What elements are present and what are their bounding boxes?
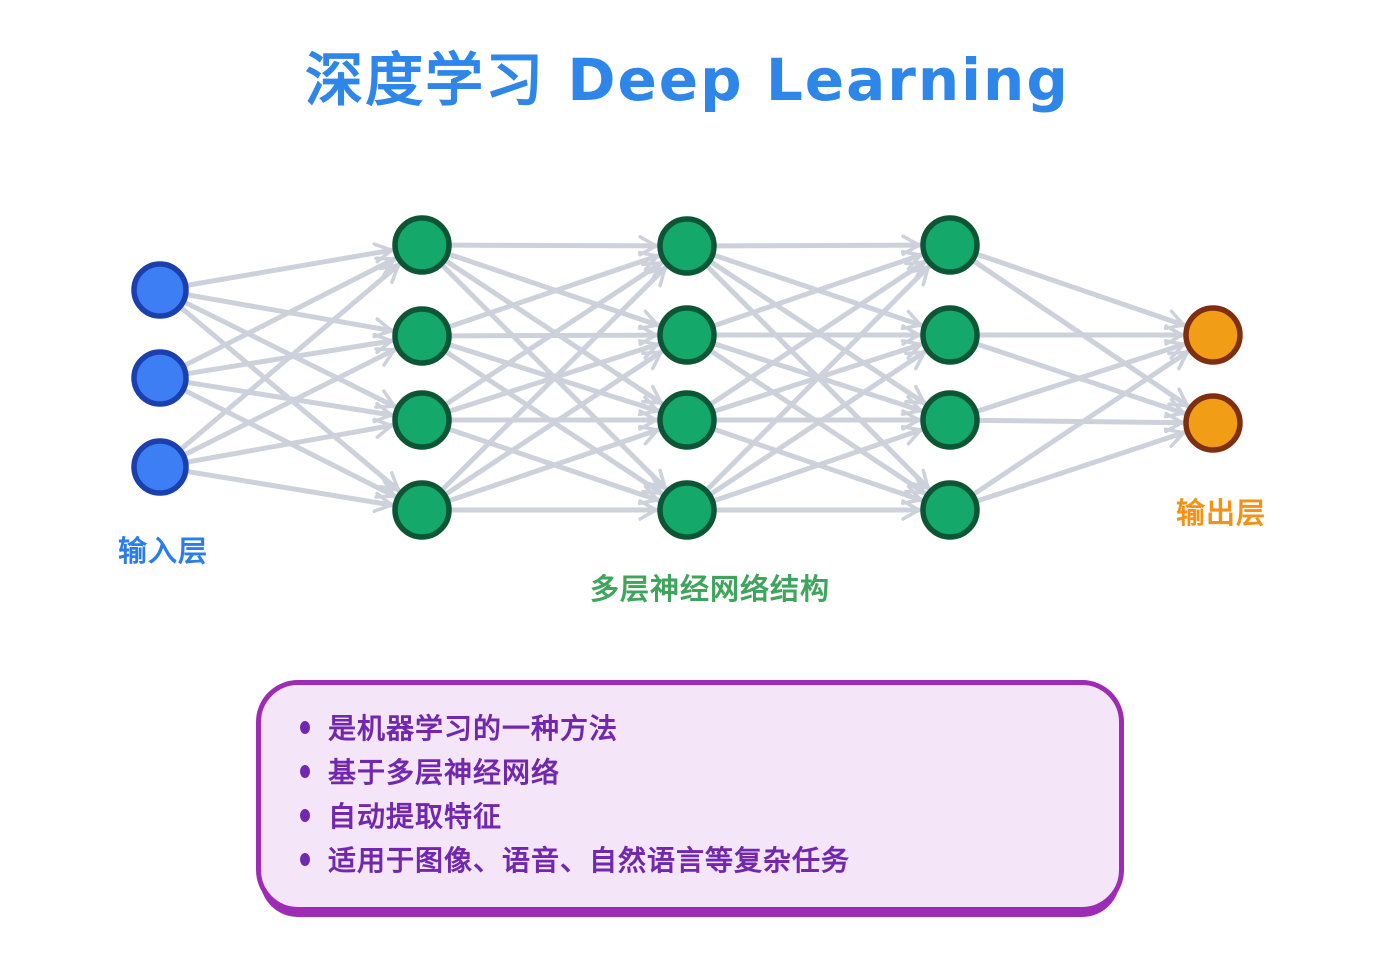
output-layer xyxy=(1183,305,1243,453)
info-list: 是机器学习的一种方法 基于多层神经网络 自动提取特征 适用于图像、语音、自然语言… xyxy=(300,705,850,881)
list-item-text: 适用于图像、语音、自然语言等复杂任务 xyxy=(328,844,851,877)
hidden-layer-3-node xyxy=(920,215,980,275)
hidden-layer-3-node xyxy=(920,305,980,365)
edge xyxy=(974,251,1188,331)
list-item: 自动提取特征 xyxy=(300,793,850,837)
edge xyxy=(185,379,395,424)
hidden-layer-2-node xyxy=(657,390,717,450)
edge xyxy=(971,349,1191,497)
hidden-layer-1 xyxy=(392,215,452,540)
edge xyxy=(711,424,925,504)
edge xyxy=(975,427,1187,504)
edge xyxy=(708,259,928,407)
input-layer-label: 输入层 xyxy=(118,534,209,568)
bullet-dot-icon xyxy=(300,852,310,866)
hidden-layer-1-node xyxy=(392,390,452,450)
edge xyxy=(448,235,660,257)
edges xyxy=(178,234,1191,521)
input-layer-node xyxy=(131,349,189,407)
hidden-layer-2 xyxy=(657,216,717,540)
hidden-layer-2-node xyxy=(657,216,717,276)
output-layer-node xyxy=(1183,393,1243,453)
info-box xyxy=(256,680,1124,912)
list-item-text: 是机器学习的一种方法 xyxy=(328,712,619,745)
hidden-layer-3-node xyxy=(920,480,980,540)
bullet-dot-icon xyxy=(300,764,310,778)
hidden-layer-3 xyxy=(920,215,980,540)
network-caption: 多层神经网络结构 xyxy=(590,572,831,606)
list-item: 基于多层神经网络 xyxy=(300,749,850,793)
output-layer-node xyxy=(1183,305,1243,365)
edge xyxy=(713,234,923,256)
list-item: 是机器学习的一种方法 xyxy=(300,705,850,749)
input-layer-node xyxy=(131,261,189,319)
list-item-text: 基于多层神经网络 xyxy=(328,756,561,789)
output-layer-label: 输出层 xyxy=(1176,496,1267,530)
edge xyxy=(440,265,668,493)
edge xyxy=(446,424,662,504)
edge xyxy=(182,256,398,368)
input-layer-node xyxy=(131,438,189,496)
edge xyxy=(178,262,402,452)
edge xyxy=(975,339,1187,414)
input-layer xyxy=(131,261,189,496)
hidden-layer-3-node xyxy=(920,390,980,450)
bullet-dot-icon xyxy=(300,720,310,734)
list-item-text: 自动提取特征 xyxy=(328,800,503,833)
hidden-layer-1-node xyxy=(392,480,452,540)
edge xyxy=(185,469,395,514)
hidden-layer-2-node xyxy=(657,480,717,540)
list-item: 适用于图像、语音、自然语言等复杂任务 xyxy=(300,837,850,881)
hidden-layer-1-node xyxy=(392,306,452,366)
edge xyxy=(446,250,662,330)
edge xyxy=(704,264,931,492)
edge xyxy=(443,260,665,407)
edge xyxy=(185,242,395,288)
edge xyxy=(711,249,925,329)
hidden-layer-2-node xyxy=(657,305,717,365)
edge xyxy=(185,417,396,465)
edge xyxy=(443,349,665,497)
edge xyxy=(182,347,398,457)
edge xyxy=(708,349,928,497)
page-title: 深度学习 Deep Learning xyxy=(305,46,1070,114)
hidden-layer-1-node xyxy=(392,215,452,275)
bullet-dot-icon xyxy=(300,808,310,822)
